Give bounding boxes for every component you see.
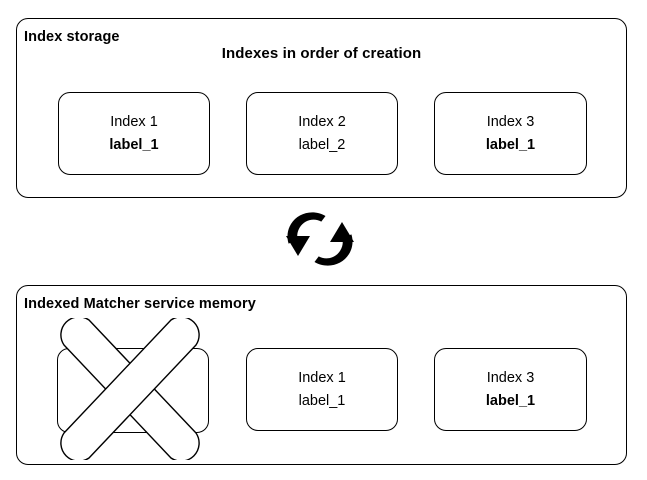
memory-index-card-3[interactable]: Index 3 label_1 [434, 348, 587, 431]
memory-index-card-removed[interactable] [57, 348, 209, 433]
memory-index-card-1-name: Index 1 [298, 370, 346, 387]
memory-index-card-3-label: label_1 [485, 392, 536, 409]
storage-index-card-3-name: Index 3 [486, 114, 535, 131]
storage-index-card-2-name: Index 2 [298, 114, 346, 131]
storage-index-card-1-label: label_1 [109, 136, 159, 153]
memory-index-card-1[interactable]: Index 1 label_1 [246, 348, 398, 431]
memory-index-card-3-name: Index 3 [486, 370, 535, 387]
index-storage-title: Index storage [24, 29, 120, 45]
storage-index-card-3-label: label_1 [485, 136, 536, 153]
matcher-memory-title: Indexed Matcher service memory [24, 296, 256, 312]
storage-index-card-1-name: Index 1 [110, 114, 158, 131]
storage-index-card-2-label: label_2 [298, 136, 346, 153]
sync-arrows-icon [286, 212, 354, 266]
storage-index-card-1[interactable]: Index 1 label_1 [58, 92, 210, 175]
storage-index-card-2[interactable]: Index 2 label_2 [246, 92, 398, 175]
storage-index-card-3[interactable]: Index 3 label_1 [434, 92, 587, 175]
indexes-order-heading: Indexes in order of creation [221, 45, 422, 62]
memory-index-card-1-label: label_1 [298, 392, 346, 409]
